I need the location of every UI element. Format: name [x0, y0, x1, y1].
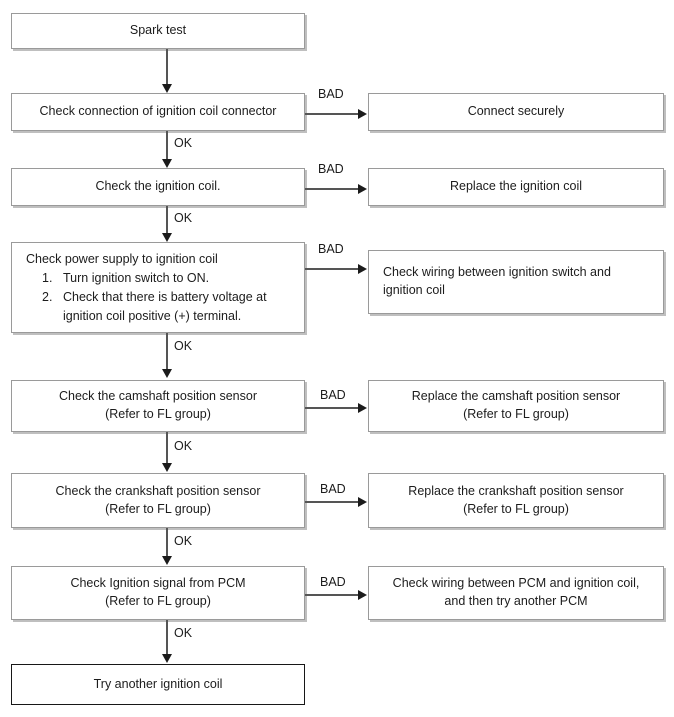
- node-replace-crankshaft-sensor-label: Replace the crankshaft position sensor (…: [408, 483, 624, 516]
- node-check-power-supply-steps: 1. Turn ignition switch to ON. 2. Check …: [26, 269, 304, 326]
- node-try-another-ignition-coil-label: Try another ignition coil: [93, 676, 223, 691]
- arrowhead-ok-5: [162, 556, 172, 565]
- connector-bad-2: [305, 188, 361, 190]
- connector-bad-3: [305, 268, 361, 270]
- arrowhead-bad-6: [358, 590, 367, 600]
- power-step-1-number: 1.: [42, 270, 53, 285]
- edge-label-ok-2: OK: [174, 211, 193, 225]
- edge-label-ok-5: OK: [174, 534, 193, 548]
- node-check-ignition-coil[interactable]: Check the ignition coil.: [11, 168, 305, 206]
- node-check-wiring-ignition-switch-label: Check wiring between ignition switch and…: [383, 265, 611, 297]
- edge-label-ok-1: OK: [174, 136, 193, 150]
- arrowhead-bad-1: [358, 109, 367, 119]
- arrowhead-bad-4: [358, 403, 367, 413]
- arrowhead-ok-2: [162, 233, 172, 242]
- node-spark-test-label: Spark test: [129, 23, 187, 38]
- arrowhead-ok-6: [162, 654, 172, 663]
- power-step-2-text: Check that there is battery voltage at i…: [63, 289, 267, 323]
- arrowhead-bad-3: [358, 264, 367, 274]
- node-check-connector-label: Check connection of ignition coil connec…: [39, 104, 277, 119]
- node-check-ignition-coil-label: Check the ignition coil.: [95, 179, 221, 194]
- arrowhead-bad-2: [358, 184, 367, 194]
- connector-ok-2: [166, 206, 168, 235]
- node-check-crankshaft-sensor[interactable]: Check the crankshaft position sensor (Re…: [11, 473, 305, 528]
- connector-ok-3: [166, 333, 168, 371]
- arrowhead-start-to-check-connector: [162, 84, 172, 93]
- edge-label-ok-3: OK: [174, 339, 193, 353]
- connector-ok-1: [166, 131, 168, 162]
- arrowhead-ok-1: [162, 159, 172, 168]
- node-spark-test[interactable]: Spark test: [11, 13, 305, 49]
- edge-label-bad-1: BAD: [318, 87, 344, 101]
- connector-start-to-check-connector: [166, 49, 168, 85]
- node-connect-securely-label: Connect securely: [467, 104, 565, 119]
- node-check-power-supply[interactable]: Check power supply to ignition coil 1. T…: [11, 242, 305, 333]
- connector-bad-4: [305, 407, 361, 409]
- edge-label-ok-6: OK: [174, 626, 193, 640]
- node-replace-ignition-coil-label: Replace the ignition coil: [449, 179, 583, 194]
- connector-bad-1: [305, 113, 361, 115]
- node-check-power-supply-heading: Check power supply to ignition coil: [26, 251, 218, 266]
- node-replace-camshaft-sensor-label: Replace the camshaft position sensor (Re…: [411, 389, 621, 421]
- edge-label-bad-5: BAD: [320, 482, 346, 496]
- connector-ok-6: [166, 620, 168, 656]
- node-check-wiring-pcm-label: Check wiring between PCM and ignition co…: [392, 576, 640, 608]
- node-check-power-supply-content: Check power supply to ignition coil 1. T…: [12, 250, 304, 326]
- edge-label-bad-6: BAD: [320, 575, 346, 589]
- node-check-ignition-signal-pcm[interactable]: Check Ignition signal from PCM (Refer to…: [11, 566, 305, 620]
- edge-label-ok-4: OK: [174, 439, 193, 453]
- node-check-connector[interactable]: Check connection of ignition coil connec…: [11, 93, 305, 131]
- connector-ok-4: [166, 432, 168, 465]
- arrowhead-ok-4: [162, 463, 172, 472]
- power-step-1: 1. Turn ignition switch to ON.: [26, 269, 304, 288]
- arrowhead-bad-5: [358, 497, 367, 507]
- edge-label-bad-2: BAD: [318, 162, 344, 176]
- node-check-crankshaft-sensor-label: Check the crankshaft position sensor (Re…: [55, 483, 261, 516]
- power-step-1-text: Turn ignition switch to ON.: [63, 270, 210, 285]
- arrowhead-ok-3: [162, 369, 172, 378]
- connector-bad-5: [305, 501, 361, 503]
- power-step-2: 2. Check that there is battery voltage a…: [26, 288, 304, 326]
- node-try-another-ignition-coil[interactable]: Try another ignition coil: [11, 664, 305, 705]
- node-replace-crankshaft-sensor[interactable]: Replace the crankshaft position sensor (…: [368, 473, 664, 528]
- connector-ok-5: [166, 528, 168, 558]
- node-replace-camshaft-sensor[interactable]: Replace the camshaft position sensor (Re…: [368, 380, 664, 432]
- node-check-camshaft-sensor[interactable]: Check the camshaft position sensor (Refe…: [11, 380, 305, 432]
- edge-label-bad-4: BAD: [320, 388, 346, 402]
- node-check-wiring-ignition-switch[interactable]: Check wiring between ignition switch and…: [368, 250, 664, 314]
- node-check-wiring-pcm[interactable]: Check wiring between PCM and ignition co…: [368, 566, 664, 620]
- node-check-ignition-signal-pcm-label: Check Ignition signal from PCM (Refer to…: [70, 576, 246, 608]
- edge-label-bad-3: BAD: [318, 242, 344, 256]
- node-connect-securely[interactable]: Connect securely: [368, 93, 664, 131]
- node-replace-ignition-coil[interactable]: Replace the ignition coil: [368, 168, 664, 206]
- connector-bad-6: [305, 594, 361, 596]
- node-check-camshaft-sensor-label: Check the camshaft position sensor (Refe…: [58, 389, 258, 421]
- power-step-2-number: 2.: [42, 289, 53, 304]
